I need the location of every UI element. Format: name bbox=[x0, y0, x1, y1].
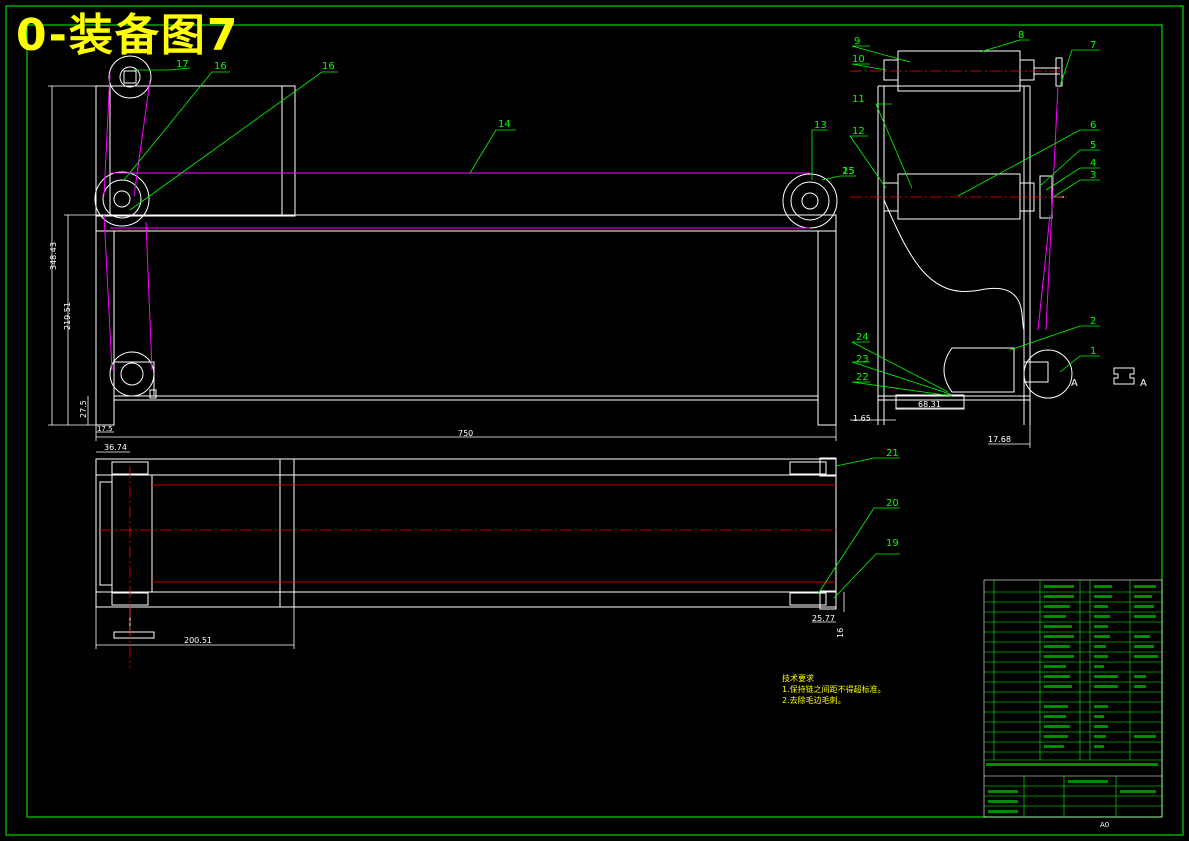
sheet-size: A0 bbox=[1100, 821, 1109, 829]
balloon-6: 6 bbox=[1090, 120, 1096, 131]
balloon-20: 20 bbox=[886, 498, 899, 509]
balloon-4: 4 bbox=[1090, 158, 1096, 169]
balloon-3: 3 bbox=[1090, 170, 1096, 181]
balloon-21: 21 bbox=[886, 448, 899, 459]
outer-border bbox=[5, 5, 1184, 836]
detail-a-circle bbox=[1023, 349, 1073, 399]
front-view bbox=[94, 55, 838, 426]
balloon-13: 13 bbox=[814, 120, 827, 131]
balloon-16a: 16 bbox=[322, 61, 335, 72]
dim-frame-height: 219.51 bbox=[63, 302, 72, 330]
balloon-25: 25 bbox=[842, 166, 855, 177]
side-dimensions bbox=[850, 407, 1031, 448]
section-a-profile bbox=[1113, 367, 1135, 385]
front-dimensions bbox=[48, 85, 837, 441]
dim-top-width: 200.51 bbox=[184, 636, 212, 645]
balloon-22: 22 bbox=[856, 372, 869, 383]
technical-requirements: 技术要求 1.保持链之间距不得超标准。 2.去除毛边毛刺。 bbox=[782, 673, 886, 706]
tech-req-line-1: 1.保持链之间距不得超标准。 bbox=[782, 685, 886, 694]
belt-lines bbox=[103, 72, 810, 371]
balloon-9: 9 bbox=[854, 36, 860, 47]
tech-req-line-2: 2.去除毛边毛刺。 bbox=[782, 696, 846, 705]
dim-top-right-h: 16 bbox=[836, 628, 845, 638]
balloon-12: 12 bbox=[852, 126, 865, 137]
balloon-8: 8 bbox=[1018, 30, 1024, 41]
balloon-2: 2 bbox=[1090, 316, 1096, 327]
tech-req-heading: 技术要求 bbox=[782, 674, 814, 683]
parts-list-filler bbox=[986, 585, 1158, 813]
balloon-7: 7 bbox=[1090, 40, 1096, 51]
dim-total-height: 348.43 bbox=[49, 242, 58, 270]
balloon-19: 19 bbox=[886, 538, 899, 549]
balloon-10: 10 bbox=[852, 54, 865, 65]
drawing-title: 0-装备图7 bbox=[16, 10, 240, 61]
balloon-1: 1 bbox=[1090, 346, 1096, 357]
side-view bbox=[877, 50, 1064, 425]
balloon-numbers: 1 2 3 4 5 6 7 8 9 10 11 12 13 14 15 16 1… bbox=[176, 30, 1096, 549]
leader-lines bbox=[123, 39, 1100, 599]
dim-top-right-w: 25.77 bbox=[812, 614, 835, 623]
parts-list bbox=[983, 579, 1163, 818]
section-label-left: A bbox=[1071, 378, 1078, 389]
balloon-5: 5 bbox=[1090, 140, 1096, 151]
dim-front-length: 750 bbox=[458, 429, 473, 438]
dim-top-offset: 36.74 bbox=[104, 443, 127, 452]
dim-side-base-right: 17.68 bbox=[988, 435, 1011, 444]
balloon-16b: 16 bbox=[214, 61, 227, 72]
top-centerlines bbox=[100, 466, 840, 668]
dim-side-base-left: 1.65 bbox=[853, 414, 871, 423]
balloon-14: 14 bbox=[498, 119, 511, 130]
side-belt bbox=[1037, 85, 1059, 331]
top-view bbox=[95, 457, 837, 639]
inner-border bbox=[26, 24, 1163, 818]
section-label-right: A bbox=[1140, 378, 1147, 389]
side-centerlines bbox=[850, 70, 1070, 198]
dim-leg-foot: 27.5 bbox=[79, 400, 88, 418]
dim-side-base-width: 68.31 bbox=[918, 400, 941, 409]
top-dimensions bbox=[95, 451, 845, 649]
balloon-24: 24 bbox=[856, 332, 869, 343]
balloon-17: 17 bbox=[176, 59, 189, 70]
balloon-23: 23 bbox=[856, 354, 869, 365]
dim-leg-offset: 17.5 bbox=[97, 425, 113, 433]
balloon-11: 11 bbox=[852, 94, 865, 105]
balloon-15: 15 bbox=[842, 166, 855, 177]
